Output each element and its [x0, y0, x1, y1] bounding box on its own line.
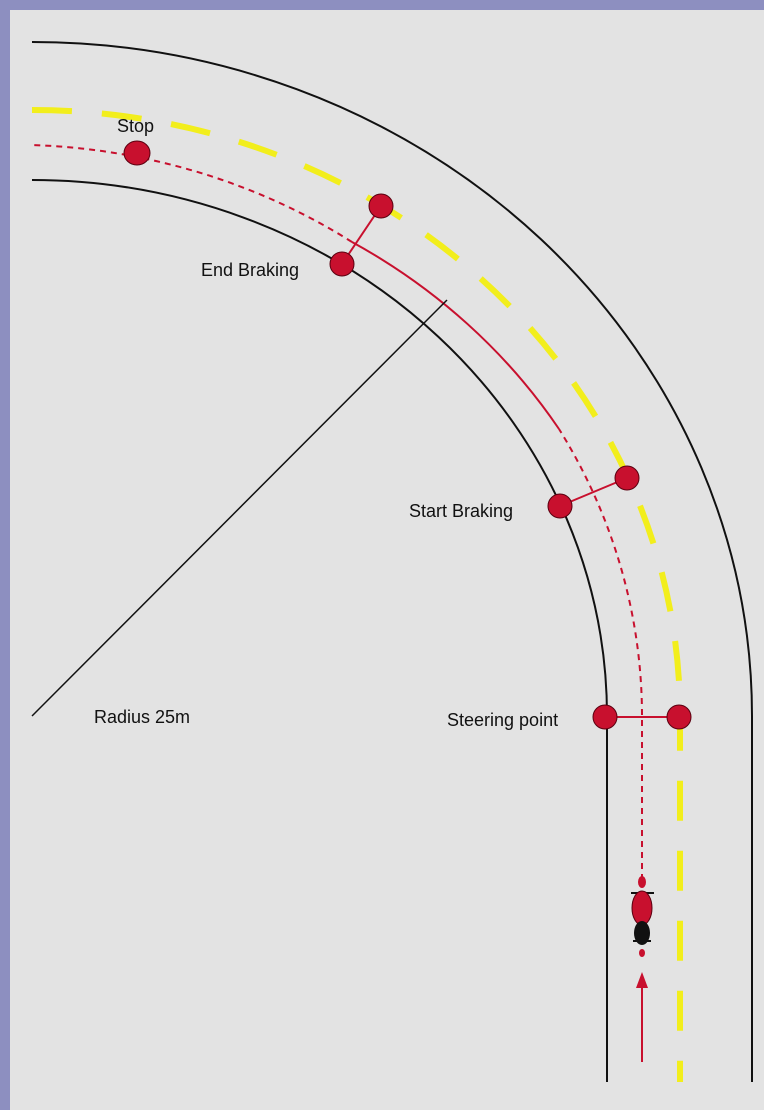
radius-label: Radius 25m	[94, 707, 190, 727]
exit-path	[31, 144, 353, 243]
inner-road-edge	[31, 179, 608, 1082]
radius-line	[31, 299, 448, 717]
stop-label: Stop	[117, 116, 154, 136]
outer-road-edge	[31, 41, 753, 1082]
steering-point-inner-marker	[592, 704, 618, 730]
end-braking-inner-marker	[329, 251, 355, 277]
motorcycle-icon	[631, 876, 654, 957]
start-braking-outer-marker	[614, 465, 640, 491]
direction-arrow-icon	[636, 972, 648, 1062]
steering-point-outer-marker	[666, 704, 692, 730]
start-braking-inner-marker	[547, 493, 573, 519]
stop-marker	[123, 140, 151, 166]
braking-path	[351, 241, 560, 430]
end-braking-outer-marker	[368, 193, 394, 219]
approach-path	[558, 428, 643, 880]
steering-point-label: Steering point	[447, 710, 558, 730]
end-braking-label: End Braking	[201, 260, 299, 280]
start-braking-label: Start Braking	[409, 501, 513, 521]
center-line	[31, 107, 684, 1082]
